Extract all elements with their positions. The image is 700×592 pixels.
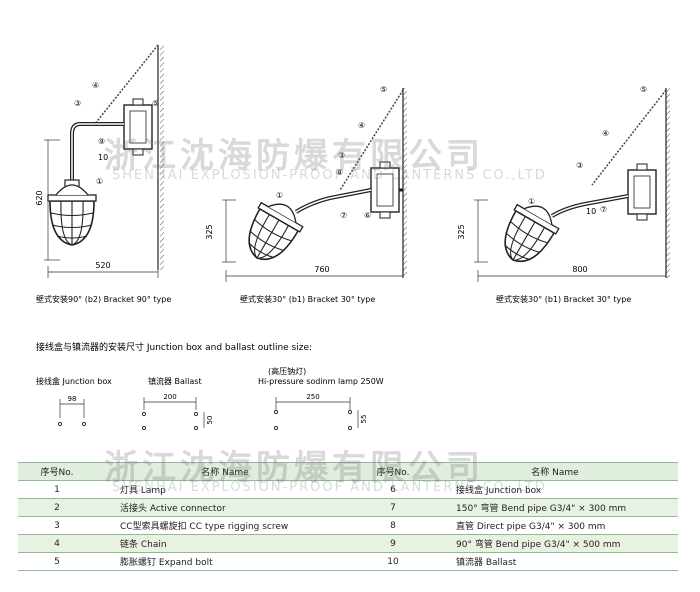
part-name: 90° 弯管 Bend pipe G3/4" × 500 mm [432,534,678,553]
table-row: 4 链条 Chain 9 90° 弯管 Bend pipe G3/4" × 50… [18,534,678,553]
header-name: 名称 Name [432,462,678,481]
header-name: 名称 Name [96,462,354,481]
hps-dim-h: 55 [360,415,368,424]
table-row: 3 CC型索具螺旋扣 CC type rigging screw 8 直管 Di… [18,516,678,535]
callout: ④ [358,121,365,130]
dim-width: 800 [572,265,587,274]
parts-table: 序号No. 名称 Name 序号No. 名称 Name 1 灯具 Lamp 6 … [18,462,678,571]
lamp-cage [47,184,97,246]
outline-heading: 接线盒与镇流器的安装尺寸 Junction box and ballast ou… [36,341,312,353]
hps-label-cn: (高压钠灯) [268,366,306,376]
dim-width: 520 [95,261,110,270]
dim-height: 325 [457,224,466,239]
dim-height: 325 [205,224,214,239]
hps-dim-w: 250 [306,393,319,401]
callout: ① [96,177,103,186]
chain [93,44,159,126]
callout: ③ [338,151,345,160]
dim-height: 620 [35,190,44,205]
ballast-outline: 镇流器 Ballast 200 50 [141,376,214,431]
part-name: 直管 Direct pipe G3/4" × 300 mm [432,516,678,535]
callout: ③ [74,99,81,108]
callout: 10 [586,207,596,216]
junction-box [370,161,400,219]
part-no: 1 [18,480,96,499]
callout: ③ [576,161,583,170]
lamp-cage [491,195,565,273]
hps-label-en: Hi-pressure sodinm lamp 250W [258,377,384,386]
junction-box [123,98,153,156]
junction-box-dim: 98 [68,395,77,403]
callout: ① [528,197,535,206]
ballast-label: 镇流器 Ballast [148,376,202,386]
part-no: 10 [354,552,432,571]
part-no: 5 [18,552,96,571]
callout: ④ [92,81,99,90]
wall-hatch [160,45,164,270]
table-row: 5 膨胀螺钉 Expand bolt 10 镇流器 Ballast [18,552,678,571]
part-no: 6 [354,480,432,499]
callout: ④ [602,129,609,138]
bend-pipe [70,122,124,180]
callout: 10 [98,153,108,162]
installation-drawings: 620 520 ④ ③ ⑨ 10 ⑤ ① 壁式安装90° (b2) Bracke… [35,44,670,431]
caption: 壁式安装30° (b1) Bracket 30° type [496,294,631,304]
lamp-cage [235,193,309,271]
part-no: 3 [18,516,96,535]
bracket-30-drawing-a: 325 760 ⑤ ④ ③ ⑧ ① ⑦ ⑥ 壁式安装30° (b1) Brack… [205,85,407,304]
dim-width: 760 [314,265,329,274]
bracket-30-drawing-b: 325 800 ⑤ ④ ③ ① ⑦ 10 壁式安装30° (b1) Bracke… [457,85,670,304]
table-row: 1 灯具 Lamp 6 接线盒 Junction box [18,480,678,499]
part-name: 接线盒 Junction box [432,480,678,499]
part-name: 活接头 Active connector [96,498,354,517]
callout: ⑧ [336,168,343,177]
callout: ⑤ [380,85,387,94]
part-name: CC型索具螺旋扣 CC type rigging screw [96,516,354,535]
caption: 壁式安装90° (b2) Bracket 90° type [36,294,171,304]
part-no: 7 [354,498,432,517]
hps-ballast-outline: (高压钠灯) Hi-pressure sodinm lamp 250W 250 … [258,366,384,431]
part-name: 镇流器 Ballast [432,552,678,571]
part-name: 150° 弯管 Bend pipe G3/4" × 300 mm [432,498,678,517]
junction-box-outline: 接线盒 Junction box 98 [36,376,112,427]
junction-box-label: 接线盒 Junction box [36,376,112,386]
part-no: 4 [18,534,96,553]
caption: 壁式安装30° (b1) Bracket 30° type [240,294,375,304]
ballast-dim-h: 50 [206,416,214,425]
callout: ⑤ [152,99,159,108]
callout: ① [276,191,283,200]
part-no: 2 [18,498,96,517]
part-no: 9 [354,534,432,553]
part-name: 膨胀螺钉 Expand bolt [96,552,354,571]
part-no: 8 [354,516,432,535]
callout: ⑤ [640,85,647,94]
header-no: 序号No. [18,462,96,481]
bracket-90-drawing: 620 520 ④ ③ ⑨ 10 ⑤ ① 壁式安装90° (b2) Bracke… [35,44,171,304]
callout: ⑦ [600,205,607,214]
junction-box [627,163,657,221]
table-row: 2 活接头 Active connector 7 150° 弯管 Bend pi… [18,498,678,517]
header-no: 序号No. [354,462,432,481]
table-header: 序号No. 名称 Name 序号No. 名称 Name [18,462,678,481]
callout: ⑦ [340,211,347,220]
callout: ⑥ [364,211,371,220]
part-name: 链条 Chain [96,534,354,553]
callout: ⑨ [98,137,105,146]
ballast-dim-w: 200 [163,393,176,401]
part-name: 灯具 Lamp [96,480,354,499]
